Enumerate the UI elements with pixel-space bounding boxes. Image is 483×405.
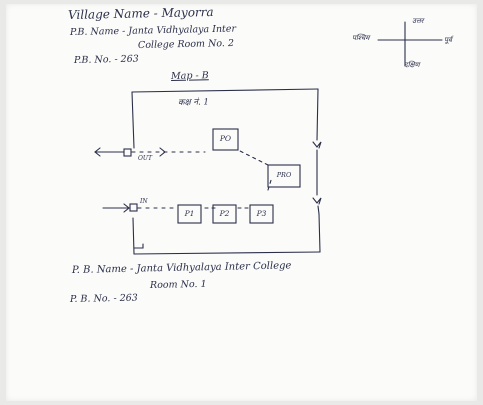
room-wall-bottom [133,251,321,255]
compass-east-label: पूर्व [444,36,452,44]
room-wall-top [131,88,319,93]
out-path-arrow [159,147,166,157]
box-pro-label: PRO [276,171,292,179]
box-p1-label: P1 [184,209,195,218]
box-p3-label: P3 [256,209,267,218]
box-p2 [212,204,237,224]
path-pro-po [237,149,269,166]
box-pro [267,164,301,188]
compass-west-label: पश्चिम [352,34,370,42]
in-door-label: IN [140,198,148,205]
out-door-label: OUT [138,155,152,162]
compass-north-label: उत्तर [412,17,424,25]
room-wall-right-bottom [318,213,321,253]
box-po-label: PO [219,134,232,143]
table-corner-bottom-left [133,243,144,249]
room-wall-left-bottom [132,217,135,255]
in-door-marker [129,203,138,212]
paper-sheet [6,4,477,401]
footer-polling-booth-number: P. B. No. - 263 [69,292,138,305]
footer-room: Room No. 1 [149,278,207,291]
box-p1 [177,204,202,224]
out-door-marker [123,148,132,157]
box-po [212,128,239,151]
path-p3-pro [267,176,273,191]
window-bottom [312,197,322,215]
out-arrowhead [94,147,101,157]
room-wall-left-top [131,91,135,149]
box-p2-label: P2 [219,209,230,218]
compass-south-label: दक्षिण [404,61,420,69]
room-wall-right-top [316,88,319,141]
box-p3 [249,204,274,224]
in-arrowhead [123,203,130,213]
window-top [312,141,322,196]
